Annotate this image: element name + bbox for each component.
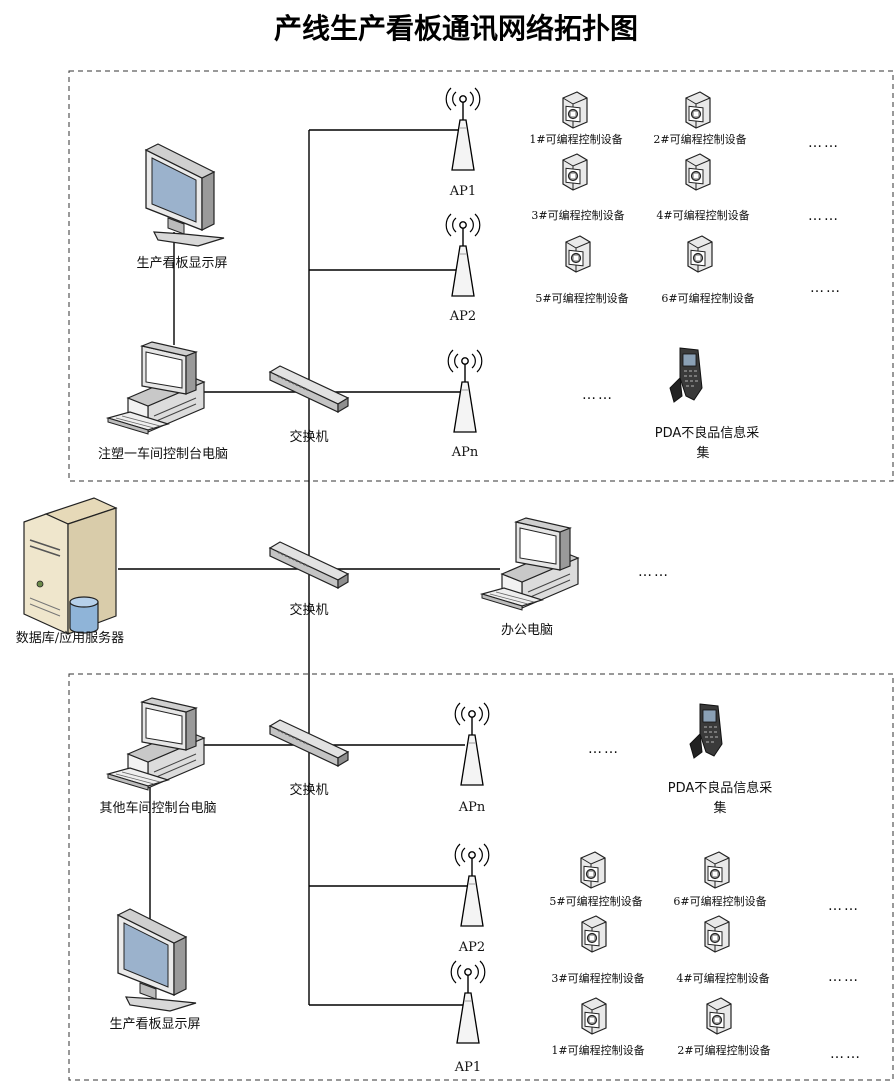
- top-device-4-label: 4#可编程控制设备: [656, 208, 749, 222]
- bottom-ap2-label: AP2: [458, 940, 485, 955]
- plc-icon: [685, 91, 711, 129]
- bottom-pda-icon: [689, 703, 723, 759]
- bottom-pc-icon: [107, 697, 205, 791]
- office-pc-label: 办公电脑: [501, 623, 553, 638]
- bottom-pda-label-line2: 集: [713, 800, 726, 816]
- plc-icon: [565, 235, 591, 273]
- bottom-pda-label-line1: PDA不良品信息采: [668, 780, 773, 796]
- bottom-apn-ellipsis: ……: [588, 741, 620, 757]
- plc-icon: [580, 851, 606, 889]
- top-ap1-label: AP1: [449, 184, 476, 199]
- top-pda-label-line2: 集: [696, 445, 709, 461]
- server-label: 数据库/应用服务器: [16, 630, 124, 646]
- plc-icon: [704, 915, 730, 953]
- bottom-device-4-label: 4#可编程控制设备: [676, 971, 769, 985]
- top-row3-ellipsis: ……: [810, 280, 842, 296]
- bottom-pc-label: 其他车间控制台电脑: [99, 800, 216, 816]
- bottom-row2-ellipsis: ……: [828, 969, 860, 985]
- top-device-2-label: 2#可编程控制设备: [653, 132, 746, 146]
- top-device-6-label: 6#可编程控制设备: [661, 291, 754, 305]
- bottom-ap1-label: AP1: [454, 1060, 481, 1075]
- middle-switch-label: 交换机: [289, 602, 328, 618]
- diagram-title: 产线生产看板通讯网络拓扑图: [274, 12, 638, 45]
- top-ap2-icon: [445, 213, 481, 297]
- top-monitor-label: 生产看板显示屏: [136, 255, 227, 271]
- top-device-1-label: 1#可编程控制设备: [529, 132, 622, 146]
- bottom-plc-grid: 5#可编程控制设备 6#可编程控制设备 …… 3#可编程控制设备 4#可编程控制…: [549, 851, 862, 1062]
- top-apn-label: APn: [451, 445, 479, 460]
- top-pc-label: 注塑一车间控制台电脑: [98, 446, 228, 462]
- top-pda-icon: [669, 347, 703, 403]
- middle-ellipsis: ……: [638, 564, 670, 580]
- top-apn-ellipsis: ……: [582, 387, 614, 403]
- bottom-ap1-icon: [450, 960, 486, 1044]
- bottom-monitor-label: 生产看板显示屏: [109, 1016, 200, 1032]
- bottom-ap2-icon: [454, 843, 490, 927]
- top-monitor-icon: [145, 143, 225, 247]
- top-workshop-zone: [68, 70, 894, 482]
- bottom-monitor-icon: [117, 908, 197, 1012]
- bottom-row3-ellipsis: ……: [830, 1046, 862, 1062]
- plc-icon: [562, 153, 588, 191]
- top-row1-ellipsis: ……: [808, 135, 840, 151]
- server-icon: [23, 497, 117, 635]
- office-pc-icon: [481, 517, 579, 611]
- bottom-switch-label: 交换机: [289, 782, 328, 798]
- bottom-device-5-label: 5#可编程控制设备: [549, 894, 642, 908]
- top-apn-icon: [447, 349, 483, 433]
- top-ap1-icon: [445, 87, 481, 171]
- bottom-device-3-label: 3#可编程控制设备: [551, 971, 644, 985]
- plc-icon: [687, 235, 713, 273]
- bottom-device-1-label: 1#可编程控制设备: [551, 1043, 644, 1057]
- plc-icon: [685, 153, 711, 191]
- top-switch-label: 交换机: [289, 429, 328, 445]
- plc-icon: [706, 997, 732, 1035]
- bottom-device-2-label: 2#可编程控制设备: [677, 1043, 770, 1057]
- bottom-device-6-label: 6#可编程控制设备: [673, 894, 766, 908]
- bottom-apn-label: APn: [458, 800, 486, 815]
- top-ap2-label: AP2: [449, 309, 476, 324]
- plc-icon: [562, 91, 588, 129]
- top-device-3-label: 3#可编程控制设备: [531, 208, 624, 222]
- top-pc-icon: [107, 341, 205, 435]
- plc-icon: [581, 915, 607, 953]
- top-device-5-label: 5#可编程控制设备: [535, 291, 628, 305]
- plc-icon: [581, 997, 607, 1035]
- bottom-apn-icon: [454, 702, 490, 786]
- top-plc-grid: 1#可编程控制设备 2#可编程控制设备 …… 3#可编程控制设备 4#可编程控制…: [529, 91, 842, 305]
- bottom-row1-ellipsis: ……: [828, 898, 860, 914]
- top-pda-label-line1: PDA不良品信息采: [655, 425, 760, 441]
- bottom-workshop-zone: [68, 673, 894, 1081]
- plc-icon: [704, 851, 730, 889]
- top-row2-ellipsis: ……: [808, 208, 840, 224]
